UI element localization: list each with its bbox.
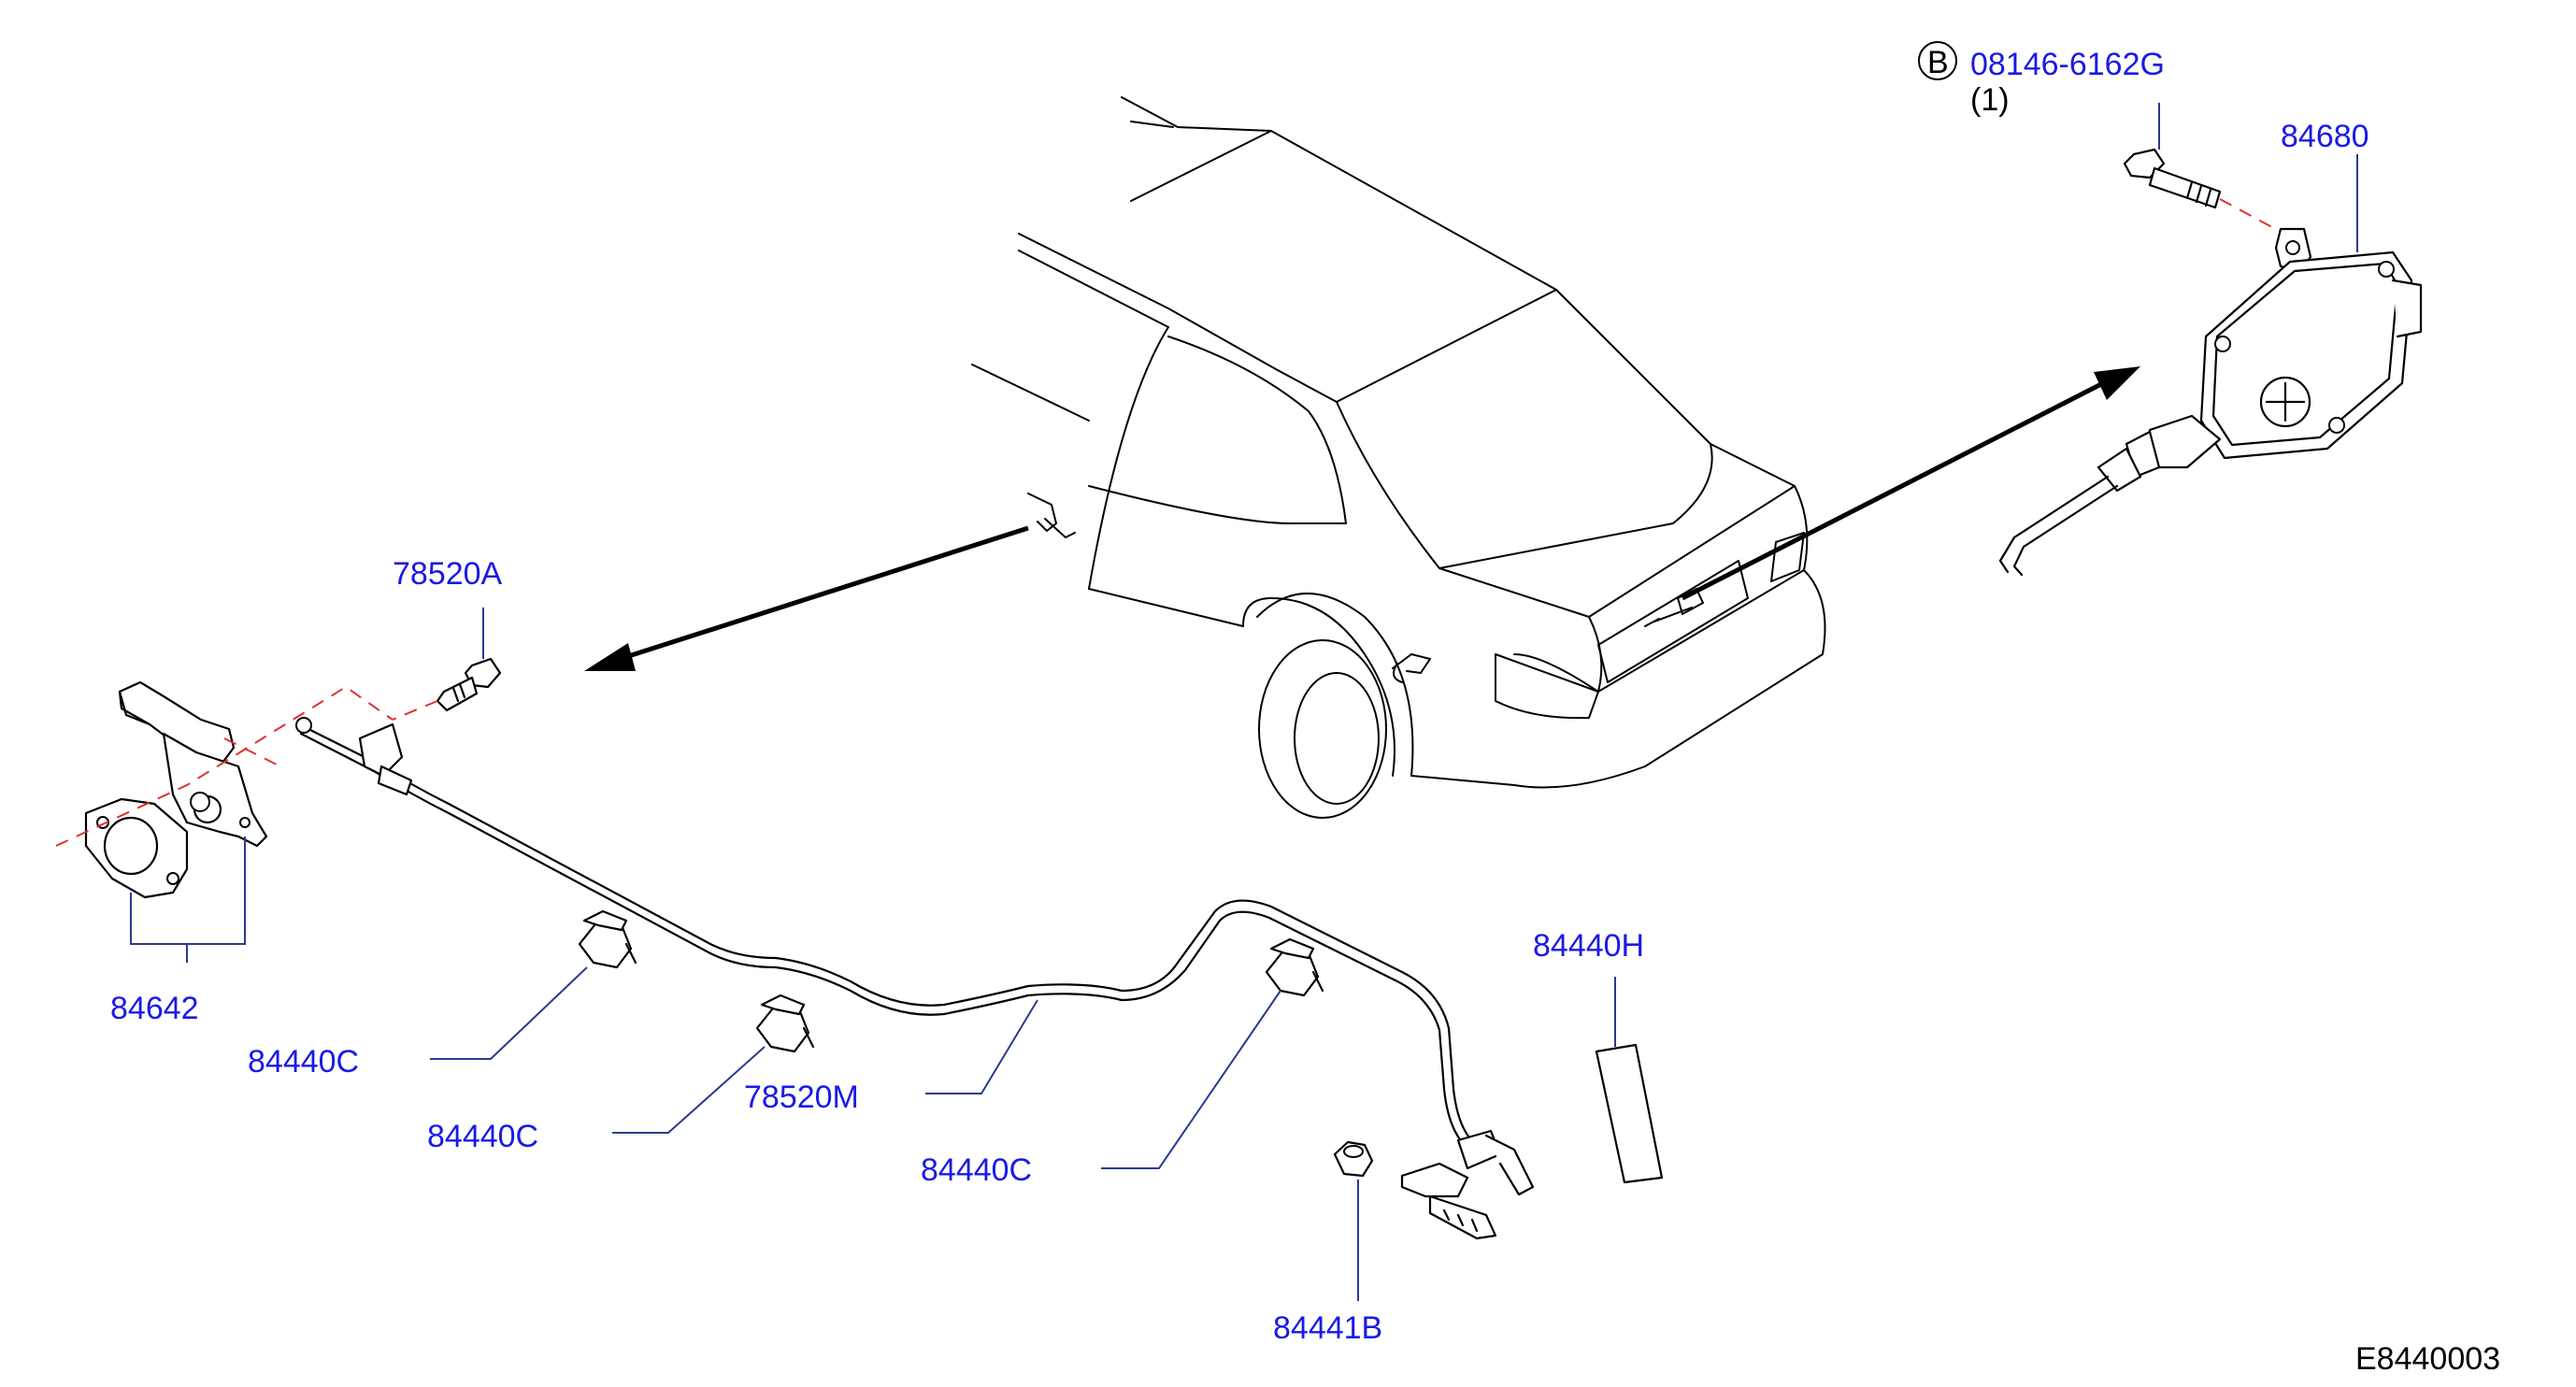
label-84441B: 84441B: [1273, 1310, 1382, 1346]
pad-84440H: [1595, 977, 1664, 1184]
label-84680: 84680: [2281, 119, 2369, 154]
clip-84440C-2: [612, 994, 815, 1134]
label-84642: 84642: [110, 991, 199, 1026]
label-78520A: 78520A: [393, 556, 503, 592]
car-illustration: [971, 96, 1826, 819]
cable-78520M: [295, 717, 1535, 1240]
diagram-code: E8440003: [2355, 1341, 2500, 1377]
arrow-to-lever: [584, 525, 1029, 671]
lever-bracket-84642: [55, 680, 394, 963]
label-84440H: 84440H: [1533, 928, 1644, 964]
actuator-84680: [1998, 227, 2423, 577]
label-84440C-3: 84440C: [921, 1152, 1032, 1188]
arrow-to-actuator: [1681, 366, 2140, 601]
label-bolt-qty: (1): [1970, 82, 2010, 118]
label-84440C-1: 84440C: [248, 1044, 359, 1080]
label-84440C-2: 84440C: [427, 1119, 538, 1154]
label-78520M: 78520M: [744, 1080, 859, 1115]
grommet-84441B: [1333, 1140, 1374, 1301]
bolt-ref-prefix: B: [1927, 45, 1949, 80]
clip-84440C-3: [1101, 937, 1324, 1169]
bolt-78520A: [392, 657, 502, 721]
clip-84440C-1: [430, 909, 637, 1060]
label-08146-6162G: 08146-6162G: [1970, 47, 2165, 82]
bolt-08146: [1918, 41, 2282, 233]
